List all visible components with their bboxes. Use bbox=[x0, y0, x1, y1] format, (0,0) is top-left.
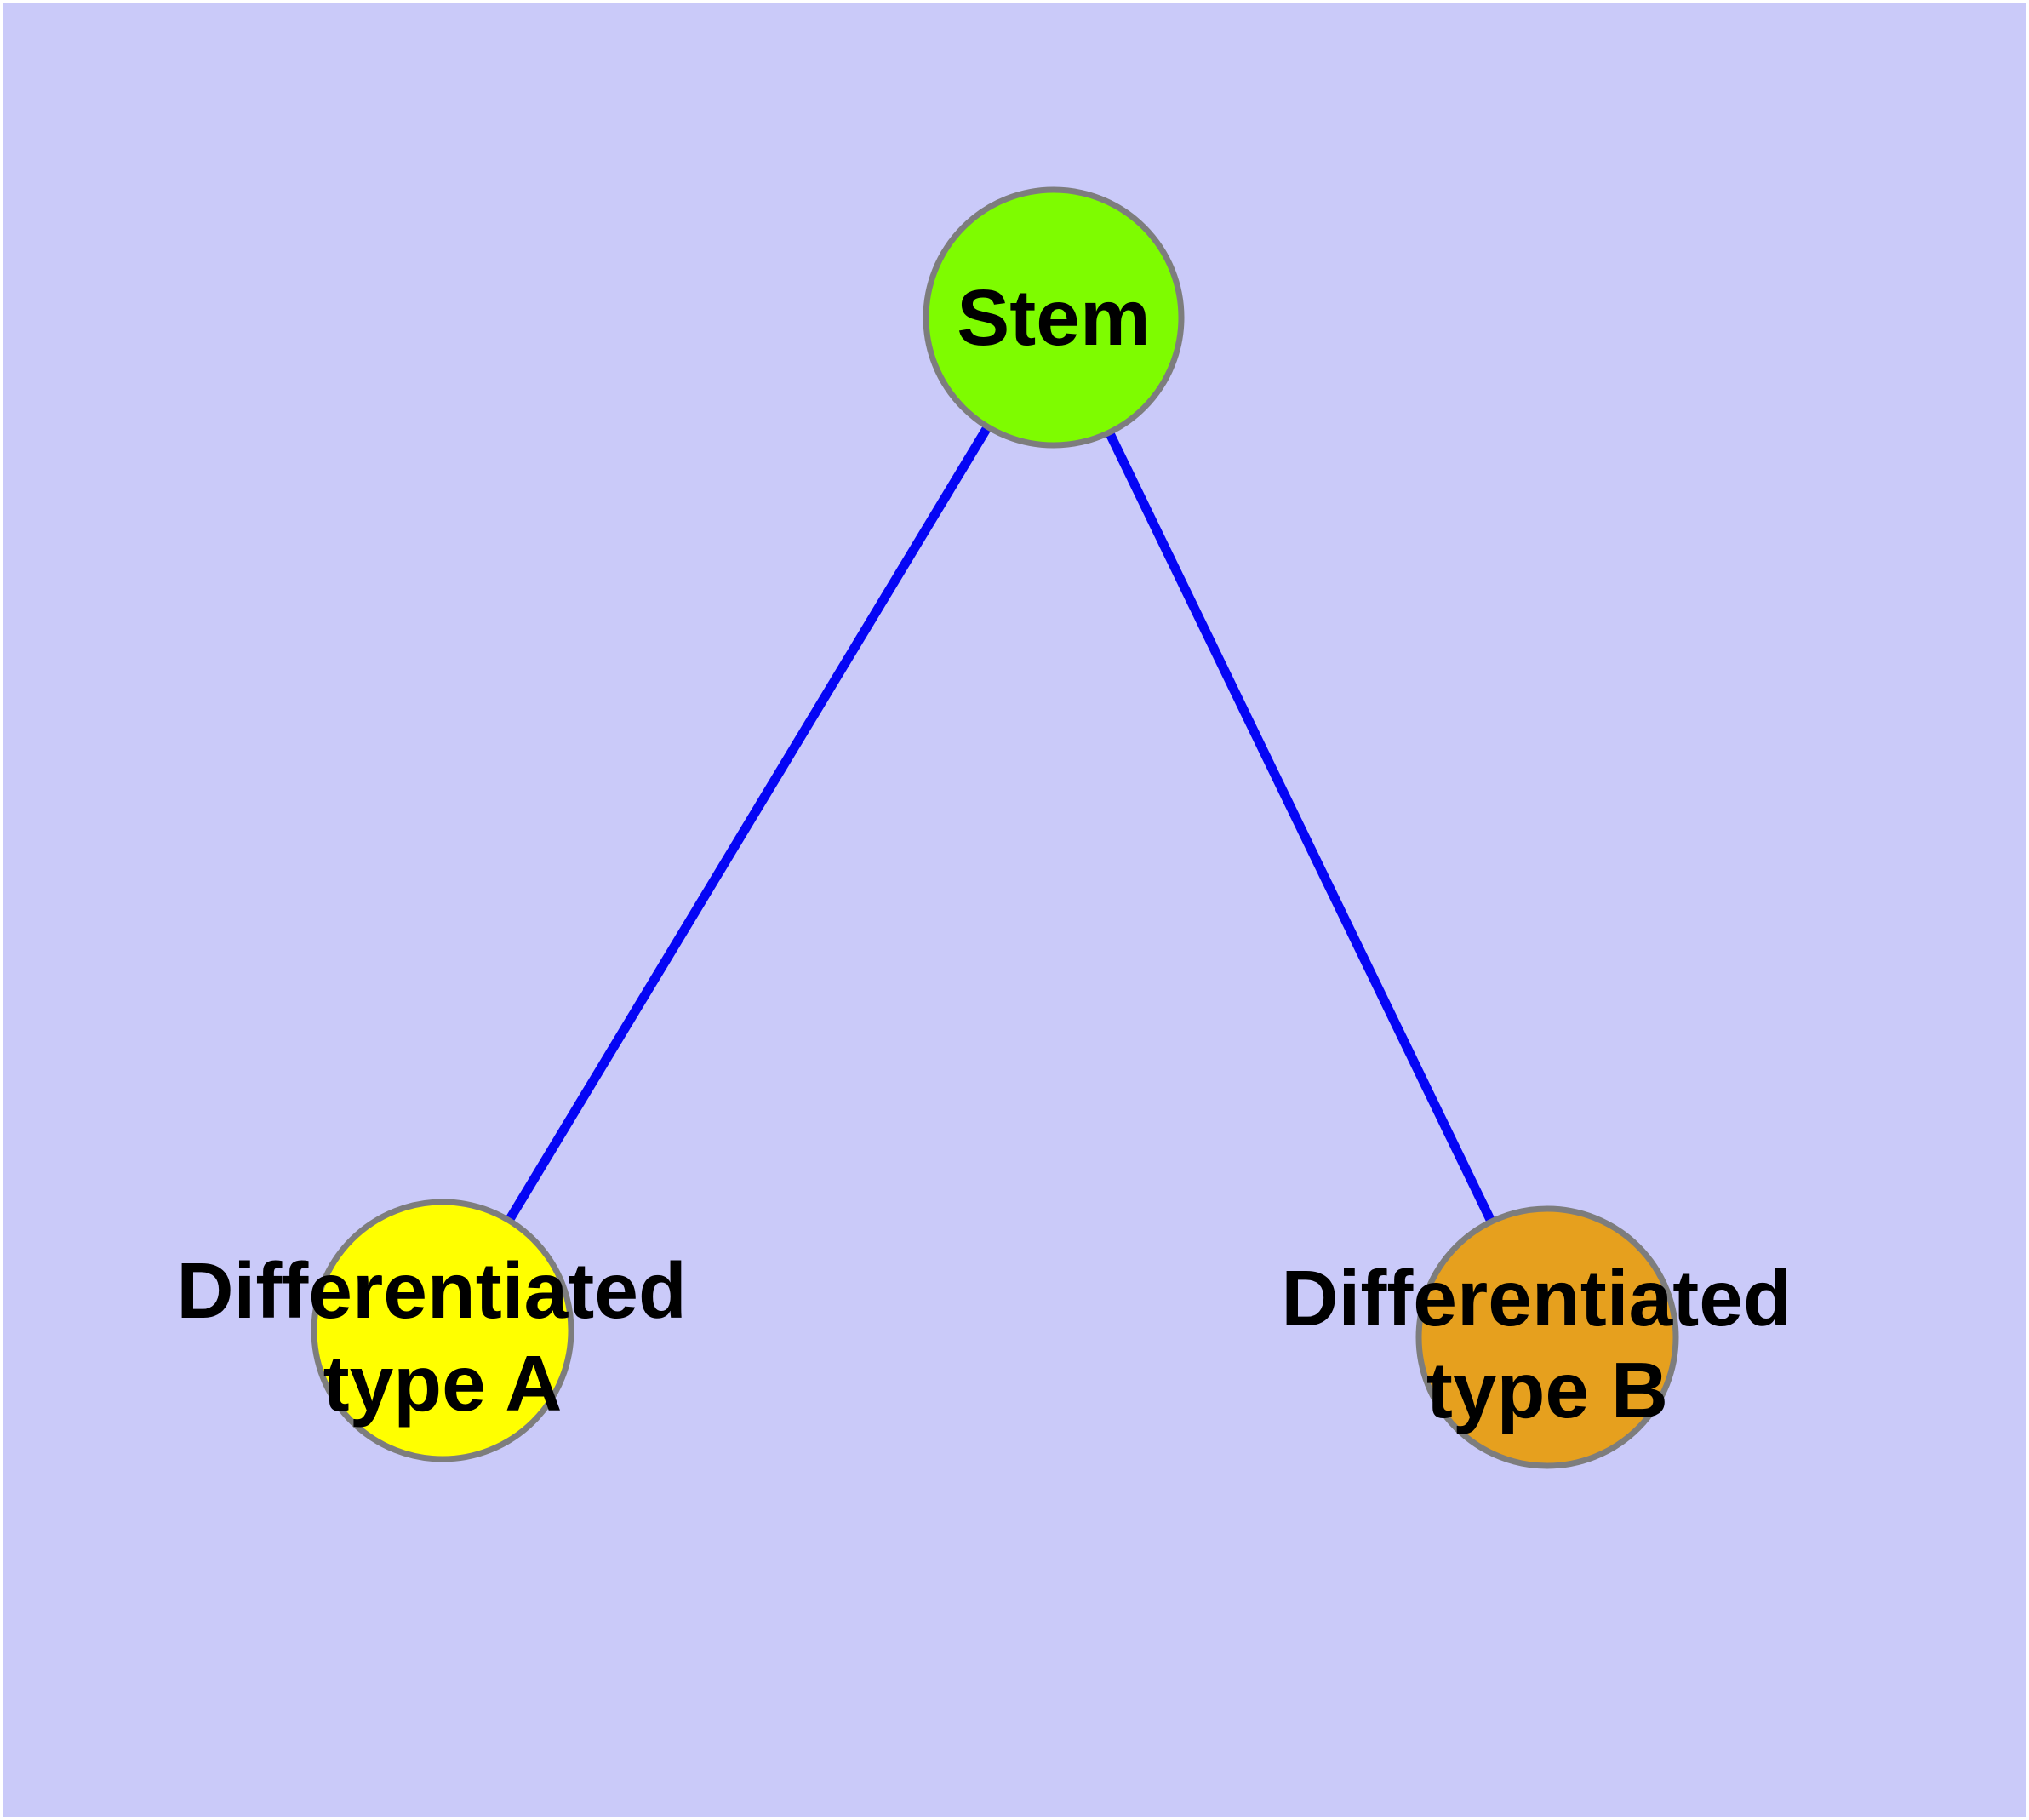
nodes bbox=[311, 186, 1679, 1469]
edge-stem-to-type-b bbox=[1049, 315, 1552, 1340]
edges bbox=[438, 315, 1552, 1340]
node-type-a-label: Differentiated type A bbox=[176, 1246, 708, 1428]
edge-stem-to-type-a bbox=[438, 315, 1058, 1333]
node-type-b-label-line-2: type B bbox=[1426, 1346, 1668, 1434]
node-stem-label: Stem bbox=[957, 273, 1150, 362]
node-type-b-label: Differentiated type B bbox=[1281, 1254, 1813, 1434]
node-stem-circle bbox=[923, 186, 1185, 449]
node-type-a-label-line-1: Differentiated bbox=[176, 1246, 686, 1335]
node-type-b-circle bbox=[1415, 1205, 1679, 1469]
node-type-b-label-line-1: Differentiated bbox=[1281, 1254, 1791, 1342]
node-type-a-circle bbox=[311, 1199, 574, 1462]
node-type-a-label-line-2: type A bbox=[323, 1339, 563, 1428]
node-labels: Stem Differentiated type A Differentiate… bbox=[176, 273, 1813, 1434]
